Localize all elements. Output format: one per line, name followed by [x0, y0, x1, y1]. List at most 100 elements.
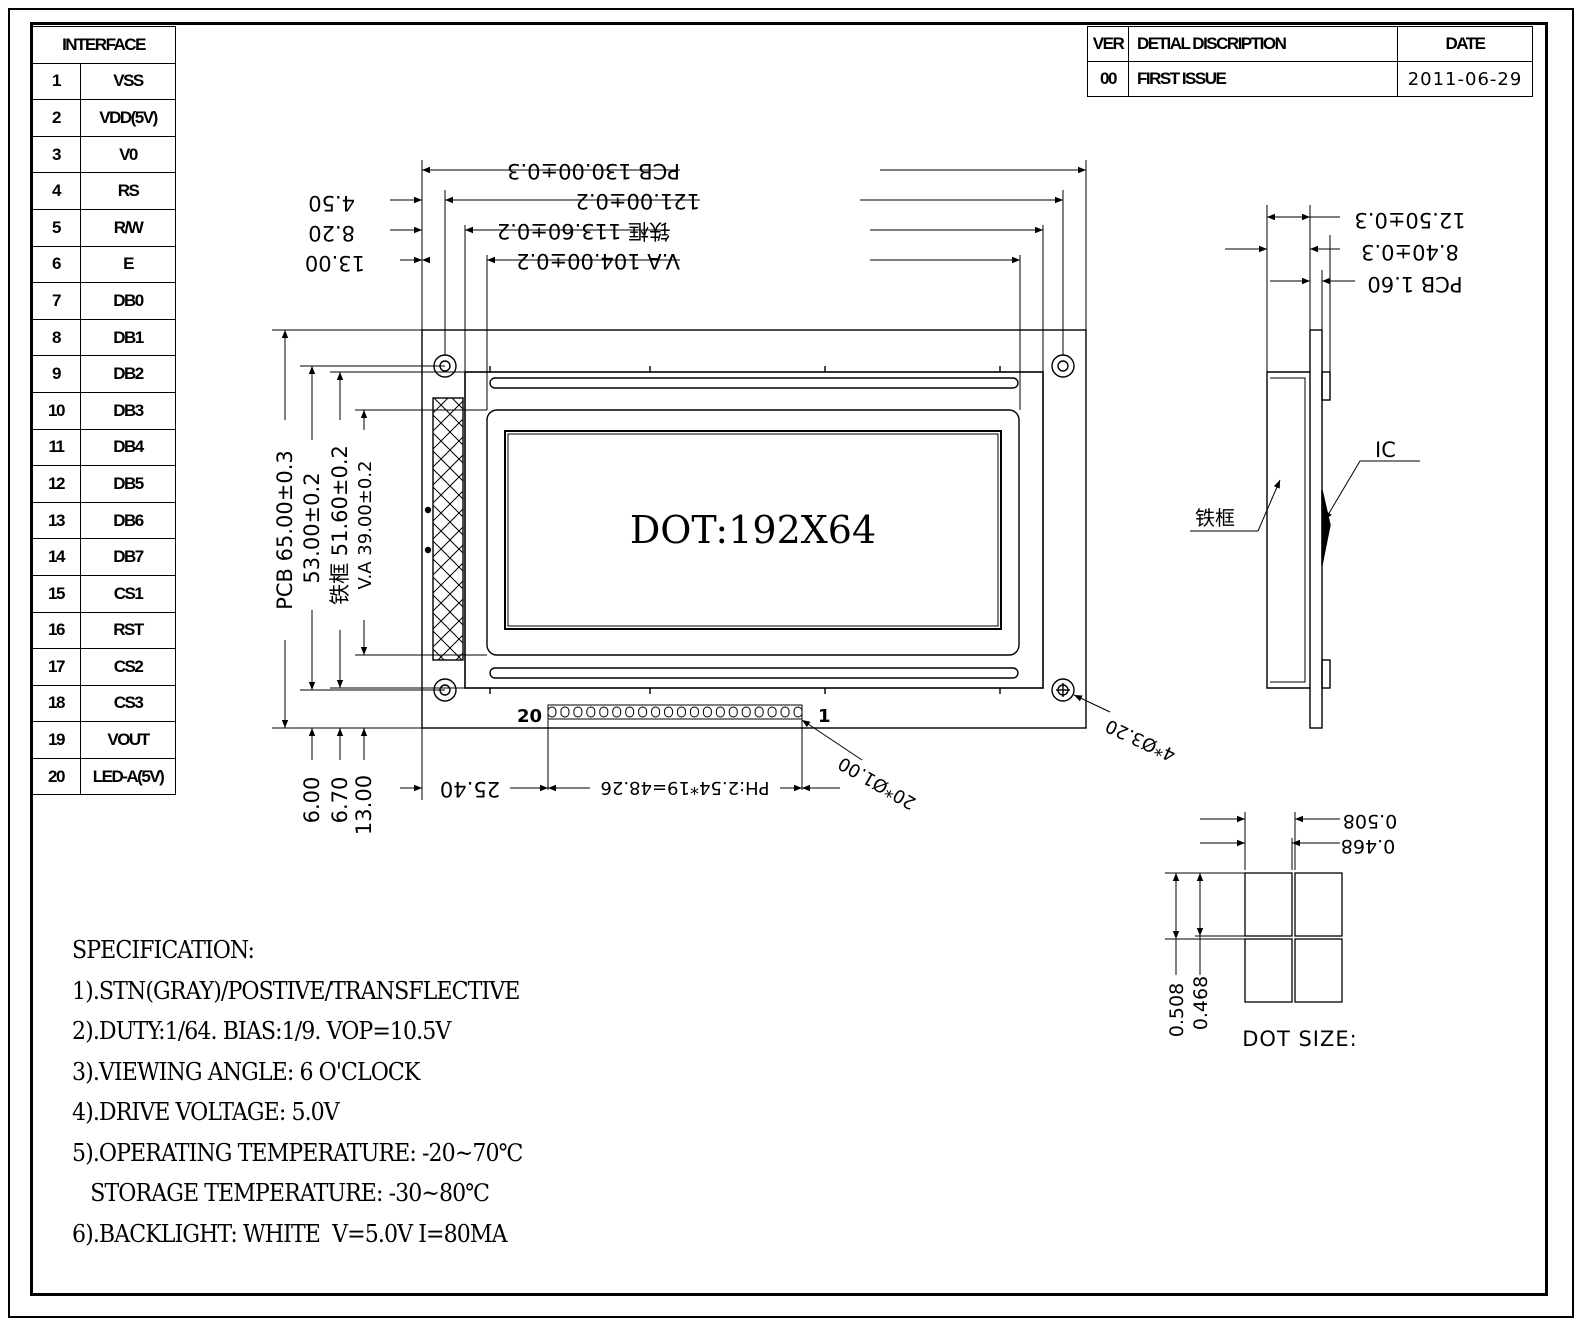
pin-signal: VSS: [80, 62, 176, 101]
pin-number: 19: [31, 721, 81, 759]
pin-number: 6: [31, 245, 81, 284]
pin-signal: E: [80, 245, 176, 284]
ic-chip: [1321, 489, 1331, 566]
revision-table: VER DETIAL DISCRIPTION DATE 00 FIRST ISS…: [1087, 26, 1533, 97]
spec-title: SPECIFICATION:: [72, 936, 255, 964]
rev-header-date: DATE: [1397, 26, 1533, 62]
dim-side-module: 8.40±0.3: [1361, 240, 1459, 264]
spec-line: STORAGE TEMPERATURE: -30~80℃: [72, 1179, 490, 1207]
pin-number: 15: [31, 574, 81, 613]
dim-dot-pitch-h: 0.508: [1166, 983, 1188, 1037]
dim-frame-width: 铁框 113.60±0.2: [497, 219, 670, 243]
dim-hole-span: 121.00±0.2: [576, 189, 700, 213]
mounting-hole: [1051, 354, 1075, 378]
dot-size-caption: DOT SIZE:: [1242, 1027, 1357, 1051]
dim-dot-size-w: 0.468: [1341, 835, 1395, 857]
label-ic: IC: [1375, 438, 1396, 462]
dim-mount-hole: 4*Ø3.20: [1102, 715, 1179, 766]
spec-line: 1).STN(GRAY)/POSTIVE/TRANSFLECTIVE: [72, 976, 520, 1005]
front-view: [421, 329, 1087, 790]
dim-va-width: V.A 104.00±0.2: [516, 249, 680, 273]
pin-hole: [638, 706, 648, 718]
specification-block: SPECIFICATION: 1).STN(GRAY)/POSTIVE/TRAN…: [72, 930, 523, 1254]
pin-number: 16: [31, 611, 81, 650]
dot-cell: [1244, 872, 1293, 937]
pin-hole: [664, 706, 674, 718]
rev-header-ver: VER: [1087, 26, 1129, 62]
pin-hole: [793, 706, 803, 718]
pin-number: 10: [31, 391, 81, 430]
interface-header: INTERFACE: [31, 26, 176, 64]
dim-pin-offset: 25.40: [440, 777, 500, 801]
dim-side-pcb: PCB 1.60: [1367, 272, 1462, 296]
side-dim-labels: 12.50±0.3 8.40±0.3 PCB 1.60 IC 铁框: [1195, 208, 1466, 530]
pin-signal: VDD(5V): [80, 99, 176, 137]
pin-number: 4: [31, 172, 81, 210]
metal-frame: [464, 371, 1044, 689]
mounting-hole: [1051, 678, 1075, 702]
pin-signal: VOUT: [80, 721, 176, 759]
pin-signal: R/W: [80, 208, 176, 247]
pin-hole: [599, 706, 609, 718]
pin-hole: [586, 706, 596, 718]
pin-number: 1: [31, 62, 81, 101]
viewing-area: [504, 430, 1002, 630]
dot-detail: [1165, 812, 1343, 1003]
dim-pcb-height: PCB 65.00±0.3: [273, 450, 297, 610]
pin-hole: [625, 706, 635, 718]
pin-hole: [702, 706, 712, 718]
pin-signal: DB5: [80, 465, 176, 503]
pin-hole: [560, 706, 570, 718]
lcd-glass: [486, 409, 1020, 656]
rev-date: 2011-06-29: [1397, 61, 1533, 97]
pin-hole: [547, 706, 557, 718]
spec-line: 5).OPERATING TEMPERATURE: -20~70℃: [72, 1138, 523, 1167]
dim-hole-height: 53.00±0.2: [300, 472, 324, 583]
pin-hole: [612, 706, 622, 718]
pin-hole: [767, 706, 777, 718]
pin-signal: RST: [80, 611, 176, 650]
pin-signal: DB7: [80, 538, 176, 576]
pin-hole: [741, 706, 751, 718]
label-frame: 铁框: [1195, 506, 1235, 530]
pin-signal: DB4: [80, 428, 176, 467]
dim-bottom-670: 6.70: [328, 777, 352, 824]
pin-signal: CS1: [80, 574, 176, 613]
backlight-connector: [432, 397, 464, 661]
pin-last-label: 1: [818, 706, 831, 727]
display-label: DOT:192X64: [630, 508, 876, 552]
dim-pcb-width: PCB 130.00±0.3: [507, 159, 680, 183]
dim-dot-size-h: 0.468: [1190, 976, 1212, 1030]
dot-cell: [1294, 872, 1343, 937]
pin-hole: [689, 706, 699, 718]
spec-line: 4).DRIVE VOLTAGE: 5.0V: [72, 1098, 340, 1126]
pin-hole: [651, 706, 661, 718]
spec-line: 6).BACKLIGHT: WHITE V=5.0V I=80MA: [72, 1219, 508, 1248]
pin-signal: DB3: [80, 391, 176, 430]
pin-hole: [676, 706, 686, 718]
outer-border: [8, 8, 1574, 1318]
dim-bottom-600: 6.00: [300, 777, 324, 824]
dim-pin-hole: 20*Ø1.00: [835, 752, 920, 813]
dim-left-820: 8.20: [308, 221, 355, 245]
side-pcb: [1309, 329, 1323, 729]
pin-signal: CS3: [80, 684, 176, 723]
pin-number: 18: [31, 684, 81, 723]
spec-line: 3).VIEWING ANGLE: 6 O'CLOCK: [72, 1057, 420, 1086]
